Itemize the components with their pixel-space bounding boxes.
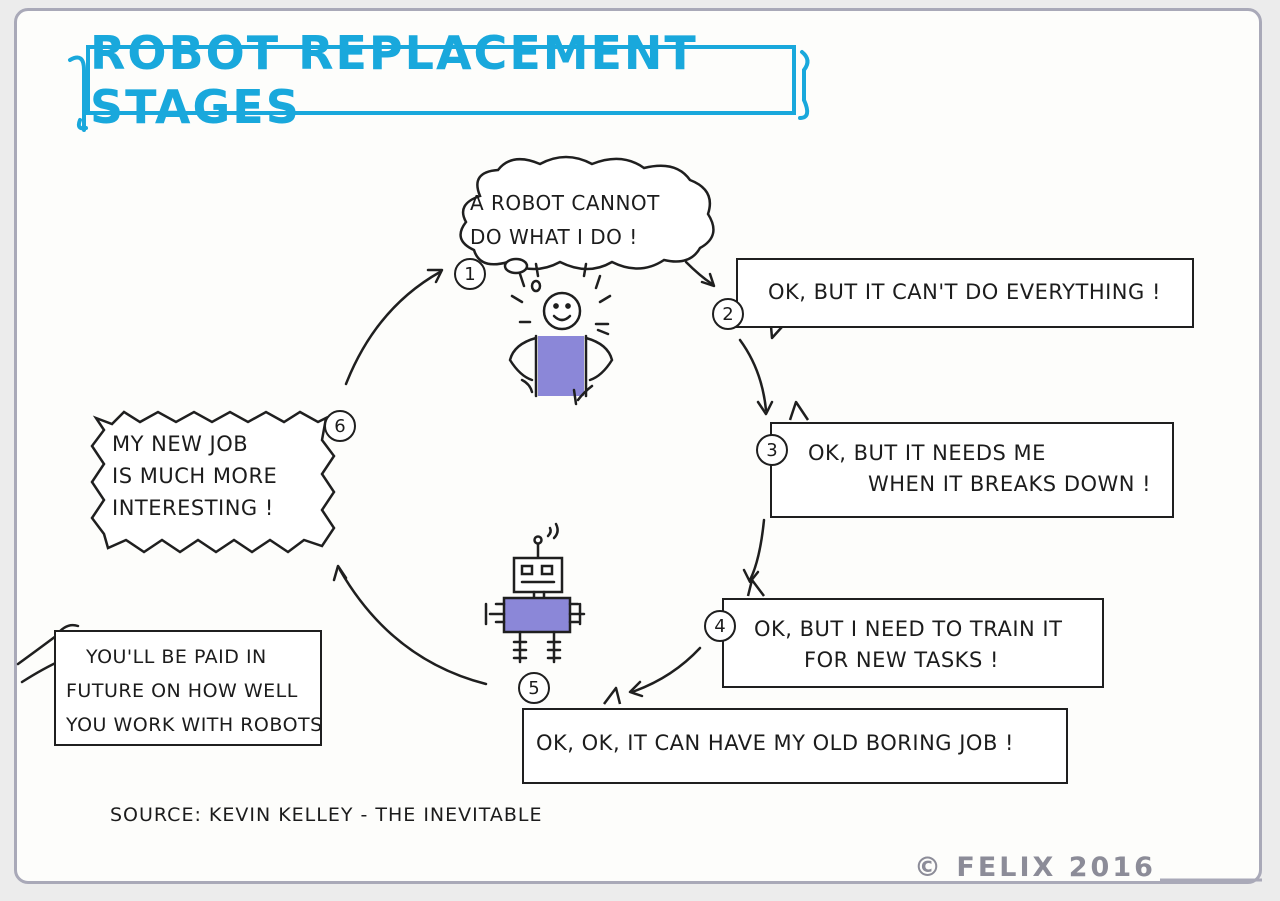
note-box: YOU'LL BE PAID IN FUTURE ON HOW WELL YOU… <box>54 630 322 746</box>
note-line-1: YOU'LL BE PAID IN <box>86 646 267 668</box>
person-icon <box>508 262 614 406</box>
stage-4-line-1: OK, BUT I NEED TO TRAIN IT <box>754 617 1063 641</box>
stage-1-line-2: DO WHAT I DO ! <box>470 225 638 249</box>
stage-5-box: OK, OK, IT CAN HAVE MY OLD BORING JOB ! <box>522 708 1068 784</box>
stage-3-number: 3 <box>756 434 788 466</box>
robot-icon <box>484 522 586 664</box>
stage-1-thought: A ROBOT CANNOT DO WHAT I DO ! <box>470 186 710 254</box>
copyright-mark: © FELIX 2016 <box>914 852 1156 883</box>
note-line-2: FUTURE ON HOW WELL <box>66 680 298 702</box>
stage-5-line-1: OK, OK, IT CAN HAVE MY OLD BORING JOB ! <box>536 731 1014 755</box>
stage-6-line-3: INTERESTING ! <box>112 496 274 520</box>
stage-6-number: 6 <box>324 410 356 442</box>
stage-2-line-1: OK, BUT IT CAN'T DO EVERYTHING ! <box>768 280 1161 304</box>
stage-1-line-1: A ROBOT CANNOT <box>470 191 660 215</box>
stage-6-text: MY NEW JOB IS MUCH MORE INTERESTING ! <box>112 428 277 524</box>
note-line-3: YOU WORK WITH ROBOTS <box>66 714 323 736</box>
stage-6-spiky-outline <box>90 410 336 554</box>
stage-2-number: 2 <box>712 298 744 330</box>
title-hooks-icon <box>68 50 810 132</box>
stage-3-box: OK, BUT IT NEEDS ME WHEN IT BREAKS DOWN … <box>770 422 1174 518</box>
stage-1-number: 1 <box>454 258 486 290</box>
source-credit: SOURCE: KEVIN KELLEY - THE INEVITABLE <box>110 804 543 826</box>
stage-4-box: OK, BUT I NEED TO TRAIN IT FOR NEW TASKS… <box>722 598 1104 688</box>
stage-6-line-2: IS MUCH MORE <box>112 464 278 488</box>
stage-4-number: 4 <box>704 610 736 642</box>
stage-2-box: OK, BUT IT CAN'T DO EVERYTHING ! <box>736 258 1194 328</box>
stage-4-line-2: FOR NEW TASKS ! <box>804 648 999 672</box>
stage-3-line-2: WHEN IT BREAKS DOWN ! <box>868 472 1152 496</box>
stage-3-line-1: OK, BUT IT NEEDS ME <box>808 441 1046 465</box>
thought-cloud-icon <box>459 155 715 293</box>
stage-5-number: 5 <box>518 672 550 704</box>
stage-6-line-1: MY NEW JOB <box>112 432 249 456</box>
cycle-arrows <box>332 260 774 698</box>
